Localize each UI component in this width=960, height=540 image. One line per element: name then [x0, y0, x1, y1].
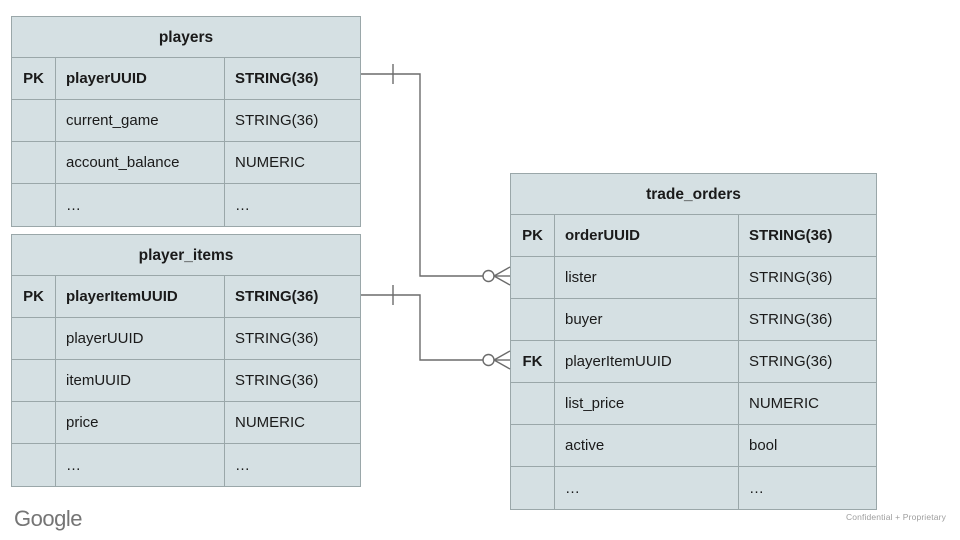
table-row[interactable]: … …	[12, 444, 360, 486]
column-type: …	[235, 196, 250, 214]
column-key: PK	[12, 276, 56, 317]
table-row[interactable]: PK playerUUID STRING(36)	[12, 58, 360, 100]
column-key: PK	[511, 215, 555, 256]
crows-foot-icon	[493, 350, 511, 361]
column-type: STRING(36)	[235, 112, 319, 129]
table-row[interactable]: lister STRING(36)	[511, 257, 876, 299]
column-name: active	[555, 425, 739, 466]
column-type: STRING(36)	[749, 227, 833, 244]
connector-line	[361, 294, 483, 361]
entity-table-player-items[interactable]: player_items PK playerItemUUID STRING(36…	[11, 234, 361, 487]
table-row[interactable]: active bool	[511, 425, 876, 467]
column-key	[511, 299, 555, 340]
column-key	[12, 402, 56, 443]
connector-line	[361, 73, 483, 277]
column-key	[12, 142, 56, 183]
table-row[interactable]: … …	[511, 467, 876, 509]
column-name: …	[555, 467, 739, 509]
column-type: STRING(36)	[749, 353, 833, 370]
relationship-players-to-trade-orders[interactable]	[361, 64, 511, 286]
column-key	[511, 383, 555, 424]
cardinality-zero-circle-icon	[482, 269, 495, 283]
entity-table-players[interactable]: players PK playerUUID STRING(36) current…	[11, 16, 361, 227]
column-name: playerUUID	[56, 58, 225, 99]
table-row[interactable]: price NUMERIC	[12, 402, 360, 444]
relationship-player-items-to-trade-orders[interactable]	[361, 285, 511, 370]
table-row[interactable]: itemUUID STRING(36)	[12, 360, 360, 402]
column-type: STRING(36)	[235, 330, 319, 347]
column-name: buyer	[555, 299, 739, 340]
google-logo: Google	[14, 506, 82, 531]
entity-title-trade-orders: trade_orders	[511, 174, 876, 215]
column-key	[511, 257, 555, 298]
column-key	[12, 100, 56, 141]
column-key	[12, 318, 56, 359]
table-row[interactable]: PK playerItemUUID STRING(36)	[12, 276, 360, 318]
column-name: playerItemUUID	[56, 276, 225, 317]
column-name: list_price	[555, 383, 739, 424]
column-type: STRING(36)	[235, 288, 319, 305]
column-name: orderUUID	[555, 215, 739, 256]
entity-title-players: players	[12, 17, 360, 58]
entity-title-player-items: player_items	[12, 235, 360, 276]
table-row[interactable]: PK orderUUID STRING(36)	[511, 215, 876, 257]
column-key	[12, 360, 56, 401]
crows-foot-icon	[493, 359, 511, 370]
crows-foot-icon	[493, 266, 511, 277]
column-type: STRING(36)	[235, 372, 319, 389]
column-type: NUMERIC	[749, 395, 819, 412]
table-row[interactable]: current_game STRING(36)	[12, 100, 360, 142]
table-row[interactable]: list_price NUMERIC	[511, 383, 876, 425]
column-type: STRING(36)	[235, 70, 319, 87]
column-name: itemUUID	[56, 360, 225, 401]
table-row[interactable]: buyer STRING(36)	[511, 299, 876, 341]
column-key: FK	[511, 341, 555, 382]
column-type: bool	[749, 437, 778, 454]
column-type: …	[749, 479, 764, 497]
column-type: NUMERIC	[235, 414, 305, 431]
column-name: price	[56, 402, 225, 443]
cardinality-zero-circle-icon	[482, 353, 495, 367]
column-name: playerUUID	[56, 318, 225, 359]
column-key	[511, 425, 555, 466]
column-type: …	[235, 456, 250, 474]
column-name: account_balance	[56, 142, 225, 183]
column-type: NUMERIC	[235, 154, 305, 171]
entity-table-trade-orders[interactable]: trade_orders PK orderUUID STRING(36) lis…	[510, 173, 877, 510]
column-type: STRING(36)	[749, 269, 833, 286]
table-row[interactable]: FK playerItemUUID STRING(36)	[511, 341, 876, 383]
column-name: …	[56, 444, 225, 486]
column-name: current_game	[56, 100, 225, 141]
column-name: lister	[555, 257, 739, 298]
column-key	[12, 184, 56, 226]
column-name: playerItemUUID	[555, 341, 739, 382]
column-name: …	[56, 184, 225, 226]
column-key	[511, 467, 555, 509]
column-key: PK	[12, 58, 56, 99]
column-key	[12, 444, 56, 486]
confidentiality-note: Confidential + Proprietary	[845, 512, 946, 522]
column-type: STRING(36)	[749, 311, 833, 328]
table-row[interactable]: … …	[12, 184, 360, 226]
table-row[interactable]: account_balance NUMERIC	[12, 142, 360, 184]
table-row[interactable]: playerUUID STRING(36)	[12, 318, 360, 360]
crows-foot-icon	[493, 275, 511, 286]
